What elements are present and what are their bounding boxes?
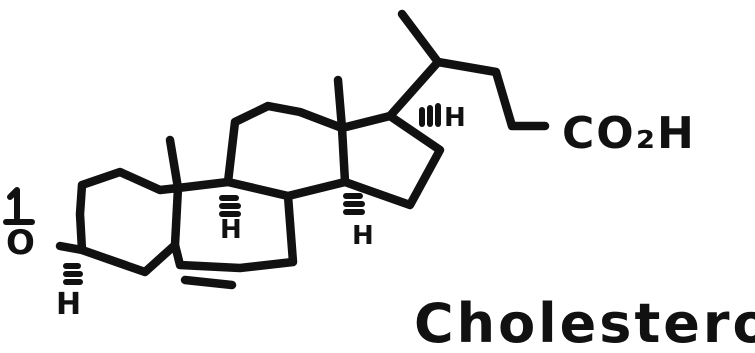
oxygen-label: O xyxy=(6,223,35,263)
c20-h-label: H xyxy=(444,103,466,133)
ring-d xyxy=(337,111,445,210)
side-chain xyxy=(385,9,550,131)
c9-h-label: H xyxy=(220,215,242,245)
compound-name: Cholesterol xyxy=(414,292,755,353)
c18-methyl xyxy=(333,75,347,133)
carboxylic-acid-label: CO₂H xyxy=(562,108,696,159)
c9-stereo-hydrogen: H xyxy=(219,195,242,245)
c3-h-label: H xyxy=(56,287,81,322)
c19-methyl xyxy=(165,135,183,193)
hydroxyl-group: O xyxy=(3,187,87,263)
ring-a xyxy=(75,167,183,277)
c14-h-label: H xyxy=(352,221,374,251)
c20-stereo-hydrogen: H xyxy=(419,103,466,133)
c3-stereo-hydrogen: H xyxy=(56,263,83,322)
c14-stereo-hydrogen: H xyxy=(343,193,374,251)
